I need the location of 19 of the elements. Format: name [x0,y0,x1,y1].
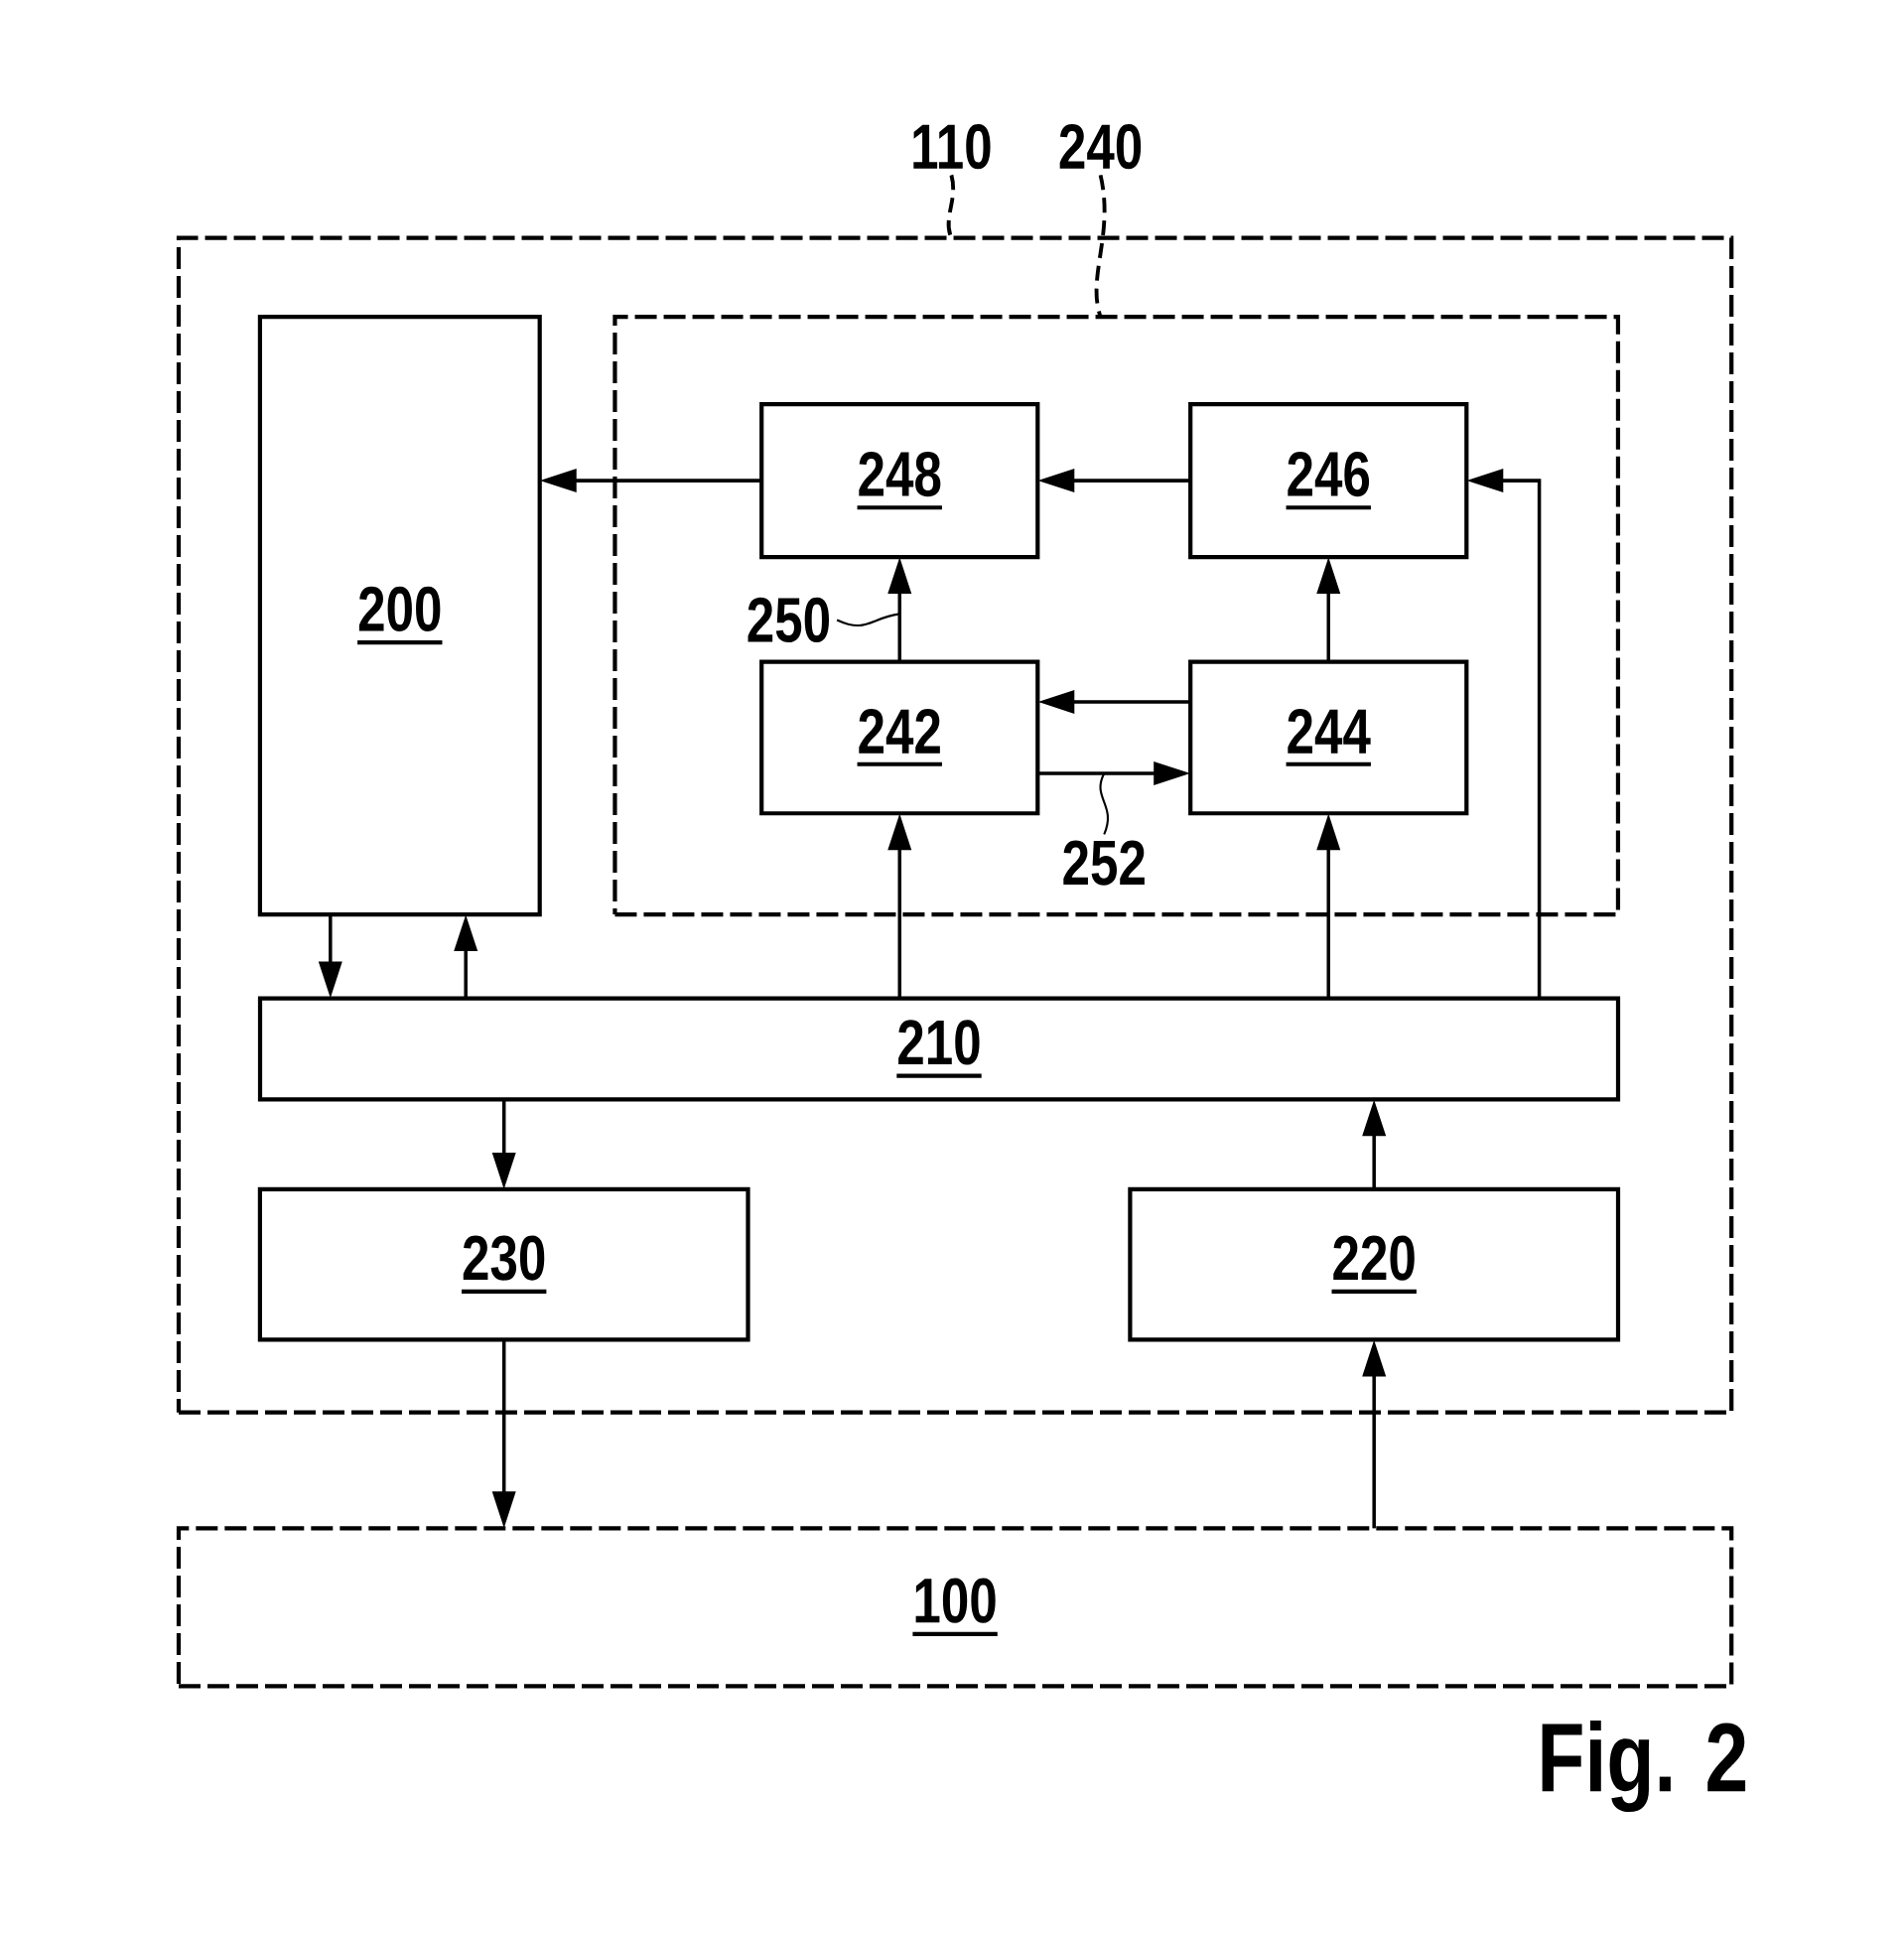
reference-numeral: 250 [748,597,829,643]
block-box: 210 [257,996,1621,1102]
block-box: 220 [1128,1186,1621,1342]
block-box: 246 [1188,402,1469,560]
block-box: 242 [759,659,1040,816]
block-box: 244 [1188,659,1469,816]
leader-line [836,613,900,627]
dashed-box: 100 [176,1526,1734,1689]
reference-numeral: 240 [1059,124,1142,170]
leader-line [1094,175,1107,318]
reference-numeral: 252 [1063,840,1145,886]
block-box: 248 [759,402,1040,560]
block-box: 230 [257,1186,750,1342]
leader-line [1099,772,1109,835]
block-box: 200 [257,314,542,917]
dashed-box [612,314,1621,917]
reference-numeral: 110 [913,124,991,170]
dashed-box [176,235,1734,1415]
figure-caption: Fig. 2 [1542,1721,1746,1813]
